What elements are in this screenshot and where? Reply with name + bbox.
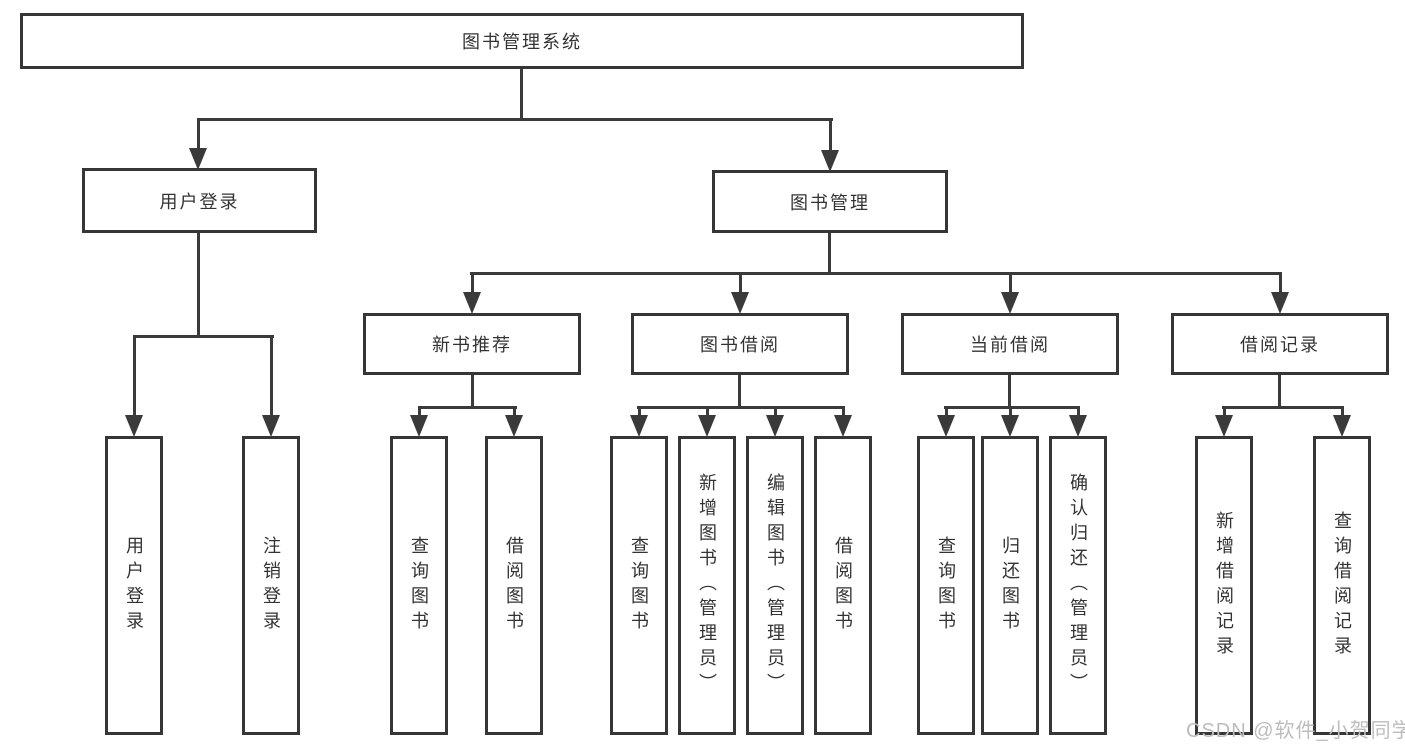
connector-line xyxy=(1278,375,1281,409)
connector-line xyxy=(470,274,474,296)
connector-line xyxy=(841,408,845,419)
connector-line xyxy=(1222,406,1344,409)
connector-line xyxy=(738,274,742,296)
connector-line xyxy=(1278,274,1282,296)
leaf-return-books: 归还图书 xyxy=(981,436,1039,735)
arrowhead-icon xyxy=(505,415,523,437)
connector-line xyxy=(773,408,777,419)
arrowhead-icon xyxy=(1069,415,1087,437)
connector-line xyxy=(944,408,948,419)
leaf-user-login: 用户登录 xyxy=(105,436,163,735)
connector-line xyxy=(470,272,1282,275)
node-borrowing-records: 借阅记录 xyxy=(1171,313,1389,375)
connector-line xyxy=(197,233,200,338)
connector-line xyxy=(197,118,833,121)
leaf-edit-books-admin: 编辑图书（管理员） xyxy=(746,436,804,735)
csdn-watermark: CSDN @软件_小贺同学 xyxy=(1186,720,1405,742)
arrowhead-icon xyxy=(766,415,784,437)
arrowhead-icon xyxy=(630,415,648,437)
node-user-login: 用户登录 xyxy=(82,168,317,233)
leaf-borrow-books-recommendation: 借阅图书 xyxy=(485,436,543,735)
leaf-borrow-books-borrowing: 借阅图书 xyxy=(814,436,872,735)
node-current-borrowing: 当前借阅 xyxy=(901,313,1119,375)
connector-line xyxy=(417,408,421,419)
connector-line xyxy=(1008,408,1012,419)
arrowhead-icon xyxy=(1001,415,1019,437)
node-library-management-system: 图书管理系统 xyxy=(20,13,1024,69)
arrowhead-icon xyxy=(821,150,839,172)
connector-line xyxy=(512,408,516,419)
leaf-query-books-current: 查询图书 xyxy=(917,436,975,735)
connector-line xyxy=(520,67,523,120)
arrowhead-icon xyxy=(463,292,481,314)
connector-line xyxy=(418,406,517,409)
connector-line xyxy=(705,408,709,419)
arrowhead-icon xyxy=(410,415,428,437)
connector-line xyxy=(637,408,641,419)
leaf-query-books-borrowing: 查询图书 xyxy=(610,436,668,735)
connector-line xyxy=(132,337,136,419)
arrowhead-icon xyxy=(698,415,716,437)
arrowhead-icon xyxy=(125,415,143,437)
connector-line xyxy=(269,337,273,419)
connector-line xyxy=(738,375,741,409)
arrowhead-icon xyxy=(1215,415,1233,437)
node-book-borrowing: 图书借阅 xyxy=(631,313,849,375)
leaf-add-books-admin: 新增图书（管理员） xyxy=(678,436,736,735)
leaf-query-borrowing-record: 查询借阅记录 xyxy=(1313,436,1371,735)
arrowhead-icon xyxy=(262,415,280,437)
connector-line xyxy=(1340,408,1344,419)
connector-line xyxy=(1008,375,1011,409)
leaf-query-books-recommendation: 查询图书 xyxy=(390,436,448,735)
arrowhead-icon xyxy=(1271,292,1289,314)
arrowhead-icon xyxy=(1333,415,1351,437)
connector-line xyxy=(471,375,474,409)
leaf-logout: 注销登录 xyxy=(242,436,300,735)
connector-line xyxy=(133,335,274,338)
node-book-management: 图书管理 xyxy=(712,170,948,233)
node-new-book-recommendation: 新书推荐 xyxy=(363,313,581,375)
connector-line xyxy=(196,119,200,152)
connector-line xyxy=(1076,408,1080,419)
connector-line xyxy=(1008,274,1012,296)
leaf-add-borrowing-record: 新增借阅记录 xyxy=(1195,436,1253,735)
connector-line xyxy=(944,406,1080,409)
connector-line xyxy=(1222,408,1226,419)
connector-line xyxy=(828,233,831,275)
arrowhead-icon xyxy=(937,415,955,437)
arrowhead-icon xyxy=(1001,292,1019,314)
arrowhead-icon xyxy=(189,148,207,170)
leaf-confirm-return-admin: 确认归还（管理员） xyxy=(1049,436,1107,735)
connector-line xyxy=(637,406,845,409)
connector-line xyxy=(828,119,832,154)
arrowhead-icon xyxy=(834,415,852,437)
arrowhead-icon xyxy=(731,292,749,314)
